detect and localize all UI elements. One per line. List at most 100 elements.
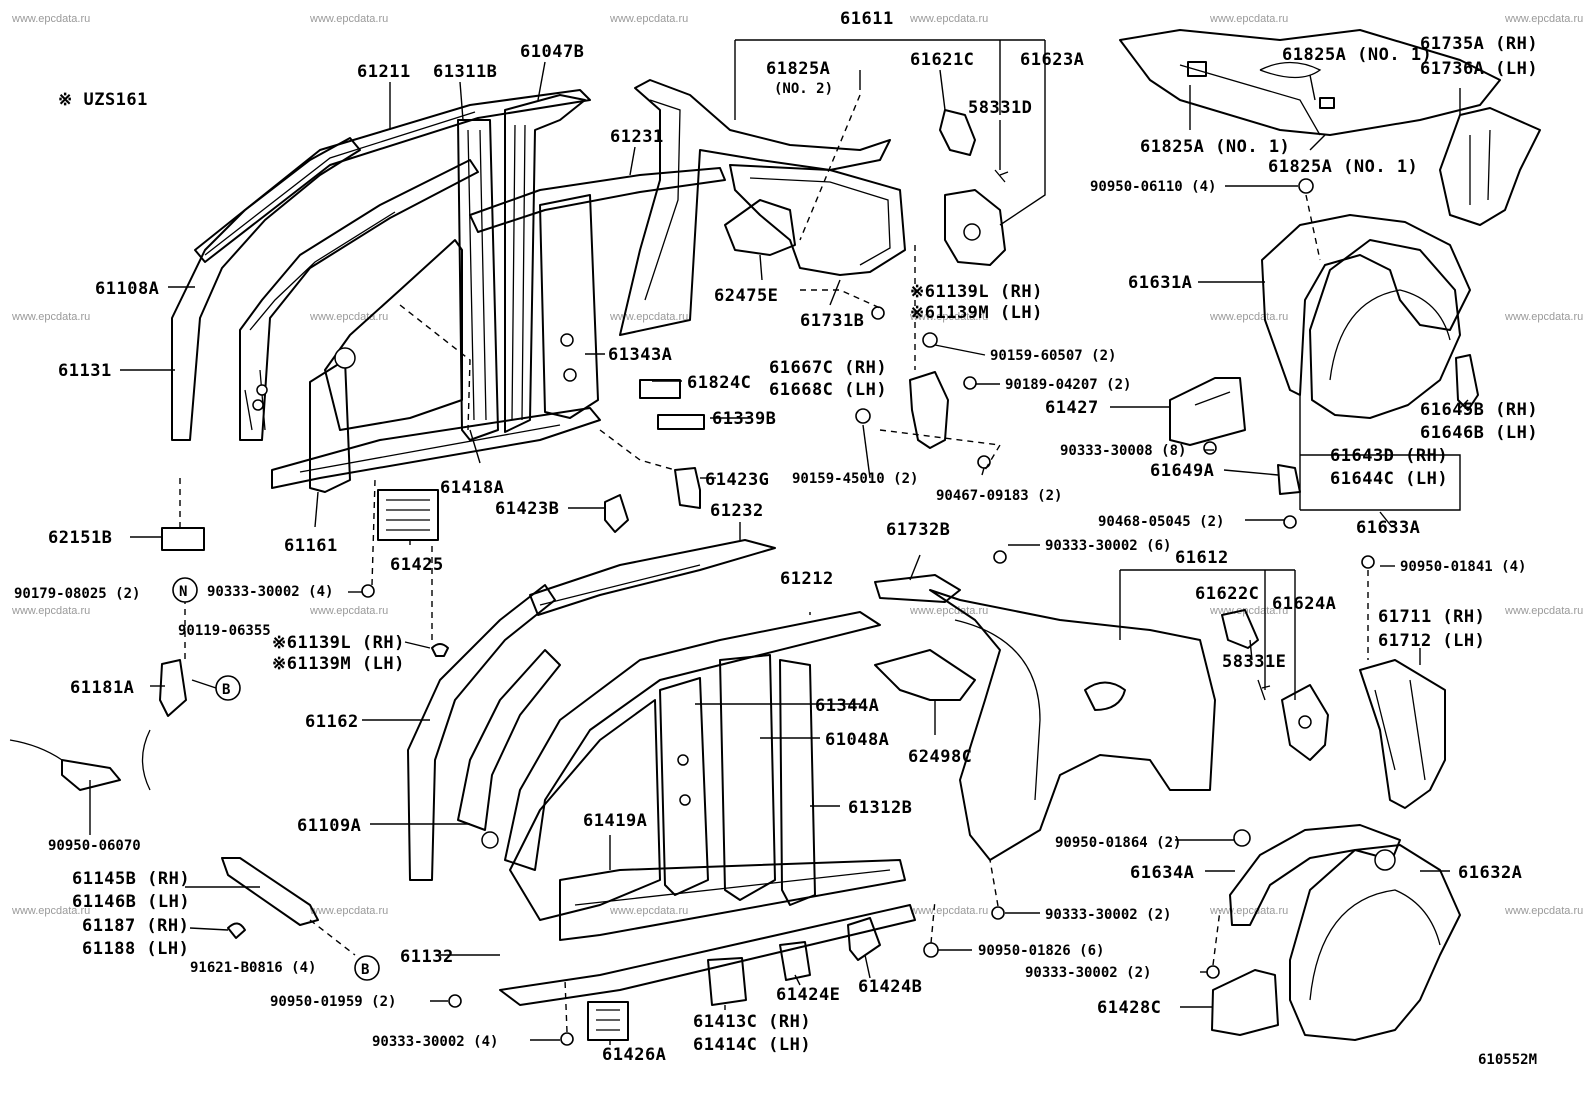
bracket-61423B	[604, 494, 629, 533]
watermark: www.epcdata.ru	[309, 905, 388, 917]
bracket-61181A	[159, 659, 187, 717]
label-61047B: 61047B	[520, 42, 584, 62]
label-61649A: 61649A	[1150, 461, 1214, 481]
roof-rail-61232	[529, 539, 776, 616]
bolt-90159-60507	[922, 332, 938, 348]
label-61162: 61162	[305, 712, 359, 732]
part-drawings	[9, 29, 1541, 1041]
watermark: www.epcdata.ru	[1209, 905, 1288, 917]
watermark: www.epcdata.ru	[609, 311, 688, 323]
label-61645B: 61645B (RH)	[1420, 400, 1538, 420]
label-61428C: 61428C	[1097, 998, 1161, 1018]
bracket-61623A	[944, 189, 1006, 266]
label-61423B: 61423B	[495, 499, 559, 519]
label-61423G: 61423G	[705, 470, 769, 490]
label-61621C: 61621C	[910, 50, 974, 70]
label-61731B: 61731B	[800, 311, 864, 331]
label-90950-01864: 90950-01864 (2)	[1055, 835, 1181, 851]
bracket-61413C	[707, 957, 747, 1006]
brace-61145B	[221, 857, 319, 926]
label-61211: 61211	[357, 62, 411, 82]
label-61825A-no1-a: 61825A (NO. 1)	[1140, 137, 1290, 157]
silencer-62475E	[724, 199, 796, 256]
label-90333-30002-4b: 90333-30002 (4)	[372, 1034, 498, 1050]
label-90333-30002-6: 90333-30002 (6)	[1045, 538, 1171, 554]
label-61418A: 61418A	[440, 478, 504, 498]
label-90950-06110: 90950-06110 (4)	[1090, 179, 1216, 195]
label-61161: 61161	[284, 536, 338, 556]
marker-b: B	[222, 682, 230, 698]
label-62151B: 62151B	[48, 528, 112, 548]
bracket-61667C	[909, 371, 949, 449]
insulator-61824C	[639, 379, 681, 399]
pad-62151B	[161, 527, 205, 551]
label-90179-08025: 90179-08025 (2)	[14, 586, 140, 602]
label-61634A: 61634A	[1130, 863, 1194, 883]
label-90468-05045: 90468-05045 (2)	[1098, 514, 1224, 530]
label-61343A: 61343A	[608, 345, 672, 365]
label-61427: 61427	[1045, 398, 1099, 418]
label-61132: 61132	[400, 947, 454, 967]
label-61312B: 61312B	[848, 798, 912, 818]
label-61181A: 61181A	[70, 678, 134, 698]
bracket-61622C	[1221, 609, 1259, 649]
nut-90950-01826	[923, 942, 939, 958]
label-61624A: 61624A	[1272, 594, 1336, 614]
label-61139L-a: ※61139L (RH)	[910, 282, 1043, 302]
label-61643D: 61643D (RH)	[1330, 446, 1448, 466]
label-61145B: 61145B (RH)	[72, 869, 190, 889]
label-90159-45010: 90159-45010 (2)	[792, 471, 918, 487]
label-61339B: 61339B	[712, 409, 776, 429]
wheelhouse-inner-61632A	[1289, 844, 1461, 1041]
watermark: www.epcdata.ru	[11, 13, 90, 25]
rear-floor-panel	[1119, 29, 1501, 136]
label-61424E: 61424E	[776, 985, 840, 1005]
label-90950-01826: 90950-01826 (6)	[978, 943, 1104, 959]
label-61623A: 61623A	[1020, 50, 1084, 70]
figure-code: 610552M	[1478, 1052, 1537, 1068]
label-58331D: 58331D	[968, 98, 1032, 118]
label-61139M-b: ※61139M (LH)	[272, 654, 405, 674]
insulator-61426A	[587, 1001, 629, 1041]
fastener-90950-06110	[1298, 178, 1314, 194]
clip-90333-30002-6	[993, 550, 1007, 564]
watermark: www.epcdata.ru	[11, 605, 90, 617]
label-61424B: 61424B	[858, 977, 922, 997]
label-61824C: 61824C	[687, 373, 751, 393]
label-90950-06070: 90950-06070	[48, 838, 141, 854]
label-91621-B0816: 91621-B0816 (4)	[190, 960, 316, 976]
label-61419A: 61419A	[583, 811, 647, 831]
front-door-frame-lower	[509, 699, 661, 921]
center-pillar-61311B	[457, 119, 499, 441]
clip-61187	[227, 922, 246, 939]
label-61612: 61612	[1175, 548, 1229, 568]
center-pillar-61048A	[719, 654, 776, 901]
fastener-90950-01959	[448, 994, 462, 1008]
lower-rocker-61132	[499, 904, 916, 1006]
label-61108A: 61108A	[95, 279, 159, 299]
watermarks: www.epcdata.ru www.epcdata.ru www.epcdat…	[11, 13, 1583, 917]
label-61667C: 61667C (RH)	[769, 358, 887, 378]
center-pillar-61047B	[504, 94, 586, 433]
label-61825A-no2: 61825A	[766, 59, 830, 79]
extension-61428C	[1211, 969, 1279, 1036]
fastener-90950-01841	[1361, 555, 1375, 569]
roof-side-rail-61211	[194, 89, 591, 263]
marker-b: B	[361, 962, 369, 978]
bolt-90467-09183	[977, 455, 991, 469]
watermark: www.epcdata.ru	[1504, 605, 1583, 617]
label-61732B: 61732B	[886, 520, 950, 540]
label-61131: 61131	[58, 361, 112, 381]
reinforcement-61735A	[1439, 107, 1541, 226]
bracket-61424B	[847, 917, 881, 961]
label-61825A-no1-top: 61825A (NO. 1)	[1282, 45, 1432, 65]
label-90333-30002-4a: 90333-30002 (4)	[207, 584, 333, 600]
label-61736A: 61736A (LH)	[1420, 59, 1538, 79]
watermark: www.epcdata.ru	[909, 905, 988, 917]
fuel-door-opening	[1084, 681, 1126, 711]
label-61146B: 61146B (LH)	[72, 892, 190, 912]
watermark: www.epcdata.ru	[309, 13, 388, 25]
label-61139L-b: ※61139L (RH)	[272, 633, 405, 653]
watermark: www.epcdata.ru	[309, 311, 388, 323]
watermark: www.epcdata.ru	[609, 905, 688, 917]
